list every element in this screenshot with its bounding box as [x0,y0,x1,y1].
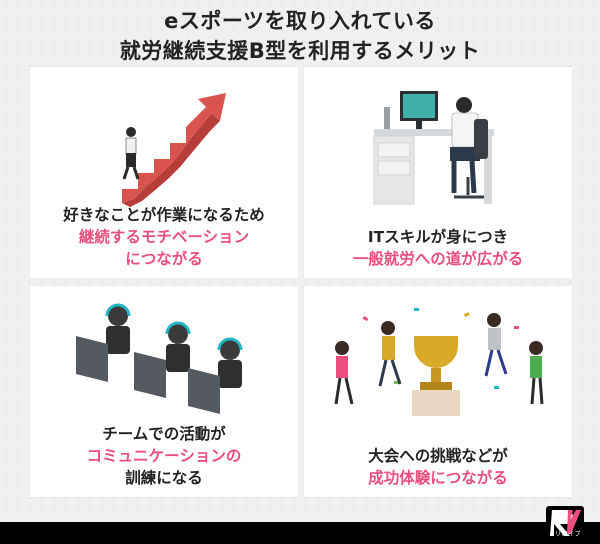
benefit-highlight-2: につながる [125,250,203,268]
benefit-text: チームでの活動が コミュニケーションの 訓練になる [30,423,298,489]
title-line-1: eスポーツを取り入れている [164,9,436,33]
benefit-line-1: 好きなことが作業になるため [63,206,265,224]
benefit-line-1: チームでの活動が [102,425,226,443]
benefit-highlight: 成功体験につながる [368,469,508,487]
benefit-card-success: 大会への挑戦などが 成功体験につながる [304,286,572,497]
benefit-line-3: 訓練になる [125,469,203,487]
benefit-card-it-skills: ITスキルが身につき 一般就労への道が広がる [304,67,572,278]
benefit-highlight: 継続するモチベーション [78,228,250,246]
trophy-celebration-illustration [334,308,544,416]
benefit-card-teamwork: チームでの活動が コミュニケーションの 訓練になる [30,286,298,497]
title-line-2: 就労継続支援B型を利用するメリット [119,39,481,63]
benefit-highlight: 一般就労への道が広がる [352,250,524,268]
benefit-line-1: ITスキルが身につき [367,228,509,246]
brand-logo [546,506,584,540]
benefit-card-motivation: 好きなことが作業になるため 継続するモチベーション につながる [30,67,298,278]
benefit-line-1: 大会への挑戦などが [368,447,508,465]
footer-bar [0,522,600,544]
benefit-text: ITスキルが身につき 一般就労への道が広がる [304,226,572,270]
benefit-text: 好きなことが作業になるため 継続するモチベーション につながる [30,204,298,270]
benefit-highlight: コミュニケーションの [86,447,242,465]
brand-logo-text: リバイブ [554,531,581,538]
page-title: eスポーツを取り入れている 就労継続支援B型を利用するメリット [0,6,600,66]
gamers-team-illustration [76,303,243,414]
growth-arrow-illustration [122,93,226,207]
benefit-text: 大会への挑戦などが 成功体験につながる [304,445,572,489]
office-worker-illustration [373,91,494,205]
